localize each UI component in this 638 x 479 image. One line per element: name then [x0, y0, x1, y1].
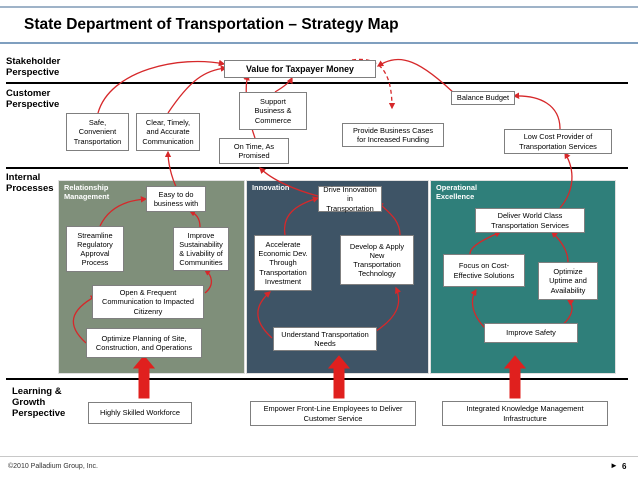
understand-transportation-needs-box: Understand Transportation Needs — [273, 327, 377, 351]
divider-stakeholder-customer — [6, 82, 628, 84]
highly-skilled-workforce-box: Highly Skilled Workforce — [88, 402, 192, 424]
support-business-commerce-box: Support Business & Commerce — [239, 92, 307, 130]
arrow-optimize-to-open — [72, 295, 98, 344]
empower-front-line-employees-box: Empower Front-Line Employees to Deliver … — [250, 401, 416, 426]
title-underline — [0, 42, 638, 44]
provide-business-cases-box: Provide Business Cases for Increased Fun… — [342, 123, 444, 147]
title-accent-bar — [0, 6, 638, 8]
on-time-as-promised-box: On Time, As Promised — [219, 138, 289, 164]
innovation-label: Innovation — [252, 183, 290, 192]
arrow-clear-to-value — [167, 65, 228, 114]
footer-divider — [0, 456, 638, 457]
page-marker-icon: ► — [610, 461, 618, 470]
copyright-text: ©2010 Palladium Group, Inc. — [8, 463, 98, 470]
page-title: State Department of Transportation – Str… — [24, 16, 399, 33]
up-arrow-innovation — [327, 355, 351, 399]
open-frequent-communication-box: Open & Frequent Communication to Impacte… — [92, 285, 204, 319]
arrow-balance-to-value — [376, 58, 459, 98]
deliver-world-class-box: Deliver World Class Transportation Servi… — [475, 208, 585, 233]
improve-sustainability-box: Improve Sustainability & Livability of C… — [173, 227, 229, 271]
optimize-planning-box: Optimize Planning of Site, Construction,… — [86, 328, 202, 358]
low-cost-provider-box: Low Cost Provider of Transportation Serv… — [504, 129, 612, 154]
up-arrow-operational — [503, 355, 527, 399]
divider-internal-learning — [6, 378, 628, 380]
arrow-lowcost-to-balance — [512, 92, 561, 130]
divider-customer-internal — [6, 167, 628, 169]
arrow-understand-to-accelerate — [257, 291, 273, 339]
easy-to-do-business-box: Easy to do business with — [146, 186, 206, 212]
safe-convenient-transportation-box: Safe, Convenient Transportation — [66, 113, 129, 151]
optimize-uptime-box: Optimize Uptime and Availability — [538, 262, 598, 300]
focus-cost-effective-box: Focus on Cost- Effective Solutions — [443, 254, 525, 287]
improve-safety-box: Improve Safety — [484, 323, 578, 343]
arrow-value-to-provide — [351, 58, 396, 110]
arrow-streamline-to-easy — [99, 196, 148, 227]
arrow-improve-to-easy — [188, 210, 201, 228]
relationship-management-label: Relationship Management — [64, 183, 110, 201]
streamline-regulatory-box: Streamline Regulatory Approval Process — [66, 226, 124, 272]
arrow-safe-to-value — [97, 59, 226, 114]
up-arrow-relationship — [132, 355, 156, 399]
customer-perspective-label: Customer Perspective — [6, 88, 60, 110]
internal-processes-label: Internal Processes — [6, 172, 54, 194]
arrow-open-to-improve — [203, 269, 213, 294]
arrow-accelerate-to-drive — [283, 196, 320, 236]
value-for-taxpayer-money-box: Value for Taxpayer Money — [224, 60, 376, 78]
accelerate-economic-dev-box: Accelerate Economic Dev. Through Transpo… — [254, 235, 312, 291]
clear-timely-communication-box: Clear, Timely, and Accurate Communicatio… — [136, 113, 200, 151]
page-number: 6 — [622, 462, 627, 471]
arrow-deliver-to-lowcost — [559, 151, 573, 209]
balance-budget-box: Balance Budget — [451, 91, 515, 105]
drive-innovation-box: Drive Innovation in Transportation — [318, 185, 382, 213]
integrated-knowledge-management-box: Integrated Knowledge Management Infrastr… — [442, 401, 608, 426]
arrow-drive-to-ontime — [259, 167, 319, 197]
operational-excellence-label: Operational Excellence — [436, 183, 478, 201]
develop-apply-technology-box: Develop & Apply New Transportation Techn… — [340, 235, 414, 285]
learning-growth-perspective-label: Learning & Growth Perspective — [12, 386, 66, 419]
arrow-support-to-value — [274, 76, 293, 93]
arrow-uptime-to-deliver — [551, 231, 569, 263]
arrow-focus-to-deliver — [469, 231, 502, 255]
stakeholder-perspective-label: Stakeholder Perspective — [6, 56, 61, 78]
